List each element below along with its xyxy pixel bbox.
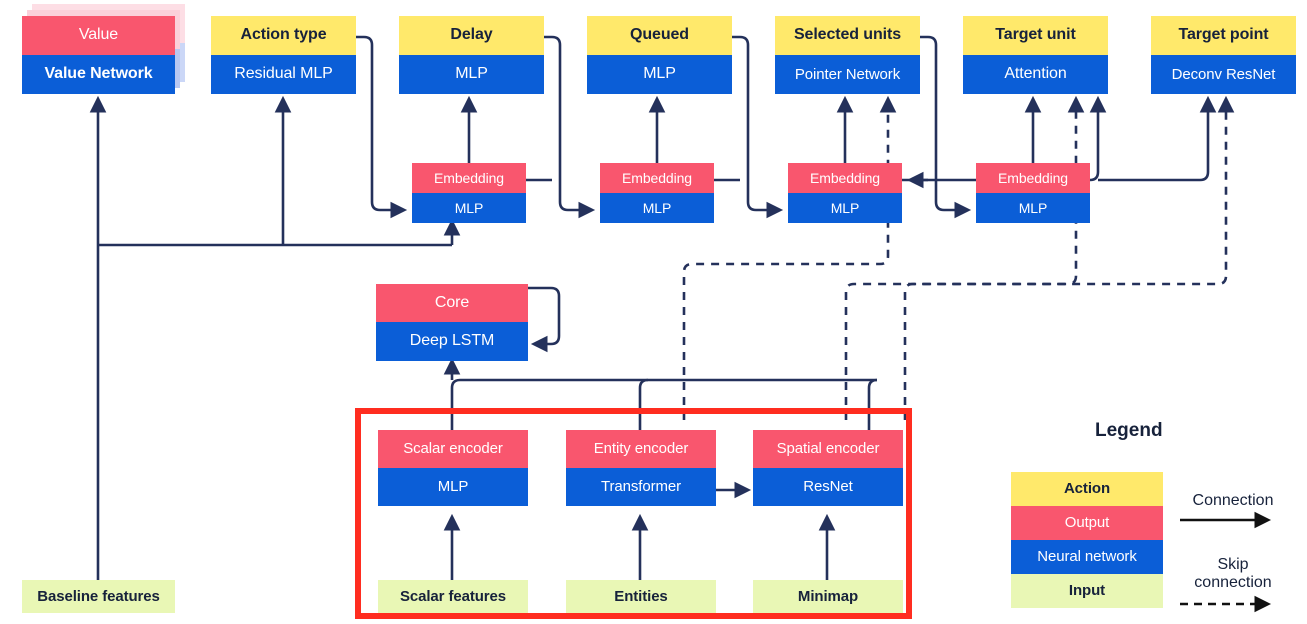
encoder-scalar[interactable]: Scalar encoder MLP	[378, 430, 528, 506]
legend-swatch-action: Action	[1011, 472, 1163, 506]
embedding-2-output-label: Embedding	[600, 163, 714, 193]
head-selected-units-action-label: Selected units	[775, 16, 920, 55]
embedding-3[interactable]: Embedding MLP	[788, 163, 902, 223]
head-target-unit[interactable]: Target unit Attention	[963, 16, 1108, 94]
legend-swatch-input: Input	[1011, 574, 1163, 608]
skip-spatial-to-target-point-2	[1084, 99, 1226, 284]
head-target-point[interactable]: Target point Deconv ResNet	[1151, 16, 1296, 94]
core-block[interactable]: Core Deep LSTM	[376, 284, 528, 361]
embedding-3-output-label: Embedding	[788, 163, 902, 193]
head-action-type-action-label: Action type	[211, 16, 356, 55]
encoder-entity[interactable]: Entity encoder Transformer	[566, 430, 716, 506]
core-net-label: Deep LSTM	[376, 322, 528, 361]
legend-connection-label: Connection	[1192, 492, 1274, 509]
head-delay-net-label: MLP	[399, 55, 544, 94]
encoder-entity-output-label: Entity encoder	[566, 430, 716, 468]
input-scalar-features[interactable]: Scalar features	[378, 580, 528, 613]
encoder-highlight-box	[355, 408, 912, 619]
head-target-point-action-label: Target point	[1151, 16, 1296, 55]
skip-spatial-to-target-point	[888, 292, 1068, 420]
embedding-2-net-label: MLP	[600, 193, 714, 223]
legend-swatch-neural-network: Neural network	[1011, 540, 1163, 574]
head-target-unit-action-label: Target unit	[963, 16, 1108, 55]
input-baseline-features-label: Baseline features	[22, 580, 175, 613]
head-action-type-net-label: Residual MLP	[211, 55, 356, 94]
legend-skip-label-line1: Skip	[1217, 556, 1249, 573]
embedding-1-output-label: Embedding	[412, 163, 526, 193]
legend-swatch-output: Output	[1011, 506, 1163, 540]
head-selected-units[interactable]: Selected units Pointer Network	[775, 16, 920, 94]
head-delay[interactable]: Delay MLP	[399, 16, 544, 94]
input-minimap-label: Minimap	[753, 580, 903, 613]
embedding-1-net-label: MLP	[412, 193, 526, 223]
skip-entity-to-target-unit	[844, 95, 1085, 420]
head-value-net-label: Value Network	[22, 55, 175, 94]
head-queued[interactable]: Queued MLP	[587, 16, 732, 94]
skip-spatial-to-targetpoint	[903, 95, 1235, 420]
head-queued-net-label: MLP	[587, 55, 732, 94]
head-value[interactable]: Value Value Network	[22, 16, 175, 94]
embedding-4-net-label: MLP	[976, 193, 1090, 223]
encoder-spatial-net-label: ResNet	[753, 468, 903, 506]
embedding-1[interactable]: Embedding MLP	[412, 163, 526, 223]
legend-title: Legend	[1095, 420, 1163, 441]
embedding-3-net-label: MLP	[788, 193, 902, 223]
legend-skip-label-line2: connection	[1194, 574, 1272, 592]
head-target-unit-net-label: Attention	[963, 55, 1108, 94]
wire-to-targetpoint-solid	[1098, 95, 1217, 182]
skip-entity-to-selected-units	[682, 95, 897, 420]
legend-swatches: Action Output Neural network Input	[1011, 472, 1163, 608]
input-entities-label: Entities	[566, 580, 716, 613]
head-selected-units-net-label: Pointer Network	[775, 55, 920, 94]
head-target-point-net-label: Deconv ResNet	[1151, 55, 1296, 94]
head-delay-action-label: Delay	[399, 16, 544, 55]
encoder-spatial[interactable]: Spatial encoder ResNet	[753, 430, 903, 506]
input-scalar-features-label: Scalar features	[378, 580, 528, 613]
encoder-scalar-net-label: MLP	[378, 468, 528, 506]
input-baseline-features[interactable]: Baseline features	[22, 580, 175, 613]
embedding-4-output-label: Embedding	[976, 163, 1090, 193]
encoder-spatial-output-label: Spatial encoder	[753, 430, 903, 468]
core-output-label: Core	[376, 284, 528, 322]
head-value-action-label: Value	[22, 16, 175, 55]
encoder-scalar-output-label: Scalar encoder	[378, 430, 528, 468]
head-action-type[interactable]: Action type Residual MLP	[211, 16, 356, 94]
wire-into-embedding3-right	[1089, 95, 1107, 182]
encoder-entity-net-label: Transformer	[566, 468, 716, 506]
input-entities[interactable]: Entities	[566, 580, 716, 613]
input-minimap[interactable]: Minimap	[753, 580, 903, 613]
legend-skip-label: Skip connection	[1178, 556, 1288, 593]
head-queued-action-label: Queued	[587, 16, 732, 55]
embedding-2[interactable]: Embedding MLP	[600, 163, 714, 223]
embedding-4[interactable]: Embedding MLP	[976, 163, 1090, 223]
